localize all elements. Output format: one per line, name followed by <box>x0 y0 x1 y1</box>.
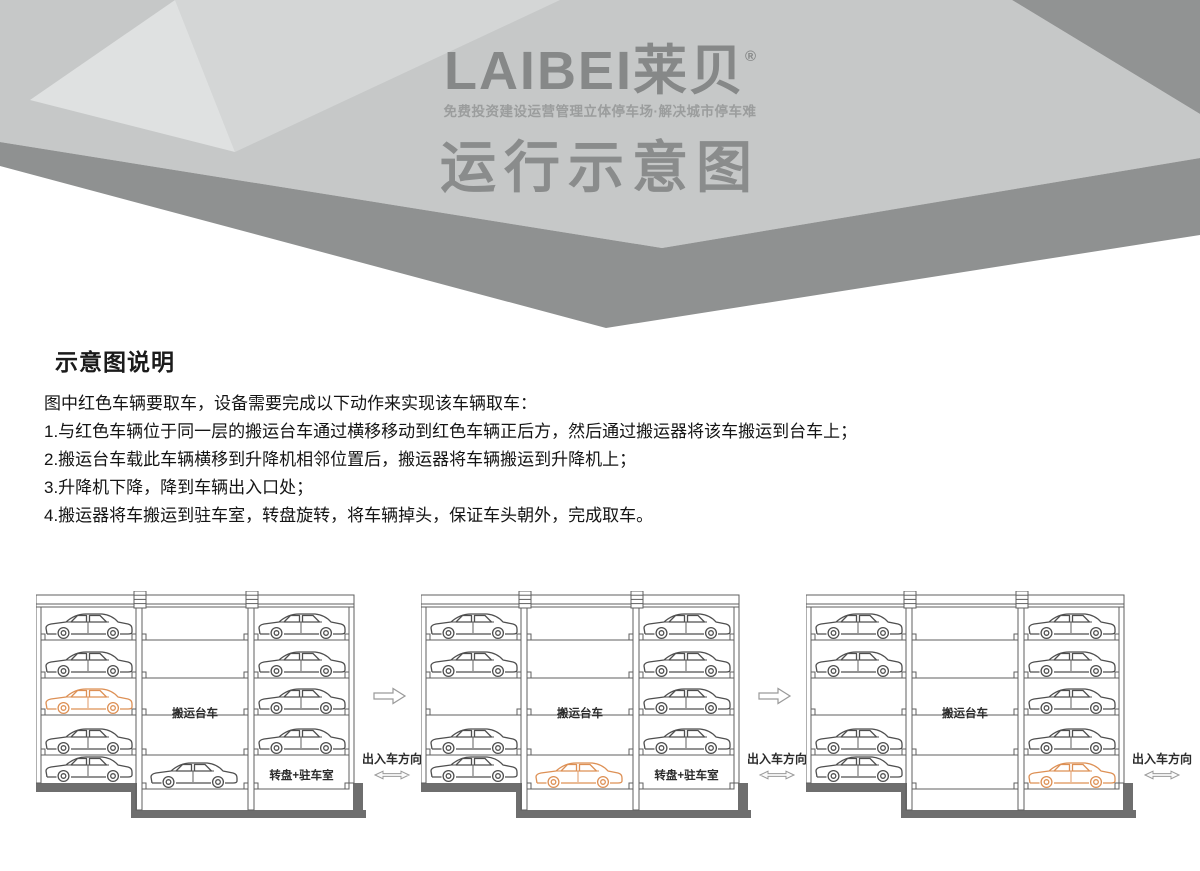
diagram-step-2: 搬运台车转盘+驻车室 出入车方向 <box>418 590 816 835</box>
step-arrow-glyph <box>758 687 791 705</box>
in-out-direction-arrow-icon <box>759 770 795 780</box>
diagram-step-3: 搬运台车出入车方向 <box>803 590 1200 835</box>
transfer-cart-label: 搬运台车 <box>172 706 218 720</box>
car-icon <box>45 613 133 640</box>
structure-frame <box>805 590 1125 811</box>
car-icon <box>430 651 518 678</box>
registered-mark: ® <box>744 48 757 65</box>
description-body: 图中红色车辆要取车，设备需要完成以下动作来实现该车辆取车： 1.与红色车辆位于同… <box>44 390 1164 530</box>
hero-banner: LAIBEI莱贝® 免费投资建设运营管理立体停车场·解决城市停车难 运行示意图 <box>0 0 1200 330</box>
car-icon <box>1028 728 1116 755</box>
transfer-cart-label: 搬运台车 <box>942 706 988 720</box>
brand-logo-text: LAIBEI莱贝 <box>443 41 745 101</box>
hero-background-shape <box>0 0 1200 328</box>
car-icon <box>1028 688 1116 715</box>
turntable-room-label: 转盘+驻车室 <box>269 768 334 782</box>
car-icon <box>815 728 903 755</box>
car-icon <box>430 756 518 783</box>
turntable-room-label: 转盘+驻车室 <box>654 768 719 782</box>
car-icon <box>45 651 133 678</box>
target-car-icon <box>1028 762 1116 789</box>
car-icon <box>815 651 903 678</box>
car-icon <box>815 613 903 640</box>
direction-label: 出入车方向 <box>1132 751 1192 766</box>
description-heading: 示意图说明 <box>55 349 175 375</box>
in-out-direction-arrow-icon <box>1144 770 1180 780</box>
car-icon <box>258 651 346 678</box>
brand-logo: LAIBEI莱贝® <box>0 26 1200 105</box>
car-icon <box>643 613 731 640</box>
car-icon <box>258 613 346 640</box>
car-icon <box>45 756 133 783</box>
car-icon <box>643 651 731 678</box>
transfer-cart-label: 搬运台车 <box>557 706 603 720</box>
step-arrow-glyph <box>373 687 406 705</box>
next-step-arrow-icon <box>372 686 408 706</box>
description-step-3: 3.升降机下降，降到车辆出入口处； <box>44 478 314 497</box>
brand-slogan: 免费投资建设运营管理立体停车场·解决城市停车难 <box>443 104 757 119</box>
ground <box>803 783 1136 818</box>
page-title: 运行示意图 <box>440 136 760 199</box>
direction-label: 出入车方向 <box>747 751 807 766</box>
car-icon <box>643 728 731 755</box>
description-step-2: 2.搬运台车载此车辆横移到升降机相邻位置后，搬运器将车辆搬运到升降机上； <box>44 450 637 469</box>
description-step-4: 4.搬运器将车搬运到驻车室，转盘旋转，将车辆掉头，保证车头朝外，完成取车。 <box>44 506 654 525</box>
car-icon <box>258 688 346 715</box>
car-icon <box>430 613 518 640</box>
structure-frame <box>420 590 740 811</box>
in-out-direction-arrow-icon <box>374 770 410 780</box>
structure-frame <box>35 590 355 811</box>
car-icon <box>815 756 903 783</box>
car-icon <box>643 688 731 715</box>
description-step-1: 1.与红色车辆位于同一层的搬运台车通过横移移动到红色车辆正后方，然后通过搬运器将… <box>44 422 858 441</box>
ground <box>33 783 366 818</box>
car-icon <box>258 728 346 755</box>
target-car-icon <box>45 688 133 715</box>
description-intro: 图中红色车辆要取车，设备需要完成以下动作来实现该车辆取车： <box>44 394 537 413</box>
direction-label: 出入车方向 <box>362 751 422 766</box>
diagram-step-1: 搬运台车转盘+驻车室 出入车方向 <box>33 590 431 835</box>
car-icon <box>430 728 518 755</box>
car-icon <box>45 728 133 755</box>
target-car-icon <box>535 762 623 789</box>
ground <box>418 783 751 818</box>
car-icon <box>150 762 238 789</box>
next-step-arrow-icon <box>757 686 793 706</box>
car-icon <box>1028 651 1116 678</box>
car-icon <box>1028 613 1116 640</box>
